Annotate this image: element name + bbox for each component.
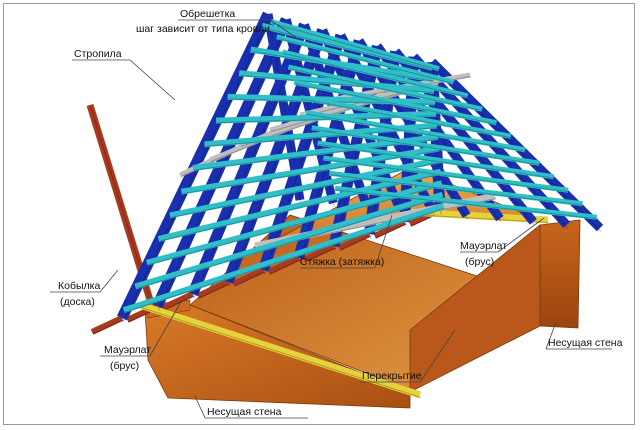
batten-near-10-edge: [159, 173, 442, 242]
batten-far-6: [299, 94, 512, 139]
label-mauerlat-right: Мауэрлат: [460, 240, 507, 252]
kobylka-3: [161, 291, 194, 311]
leader-kobylka-diag: [99, 269, 119, 293]
kobylka-9: [373, 219, 406, 239]
leader-rafters-diag: [129, 59, 176, 101]
batten-near-7-edge: [193, 138, 440, 171]
kobylka-4-edge: [198, 283, 230, 299]
kobylka-3-edge: [163, 295, 194, 311]
batten-far-1-edge: [271, 22, 441, 71]
label-batten-title: Обрешетка: [180, 8, 235, 20]
batten-far-7: [305, 110, 526, 153]
kobylka-6: [267, 255, 300, 275]
batten-far-3: [282, 49, 469, 99]
mauerlat-right-beam: [409, 208, 549, 224]
kobylka-8-edge: [340, 235, 371, 251]
batten-near-9-edge: [170, 161, 441, 218]
right-load-bearing-wall: [539, 219, 581, 329]
label-floor: Перекрытие: [362, 370, 422, 382]
batten-far-12: [334, 185, 598, 220]
leader-wall-right-diag: [545, 321, 557, 350]
leader-batten-diag: [269, 19, 301, 41]
batten-far-5-edge: [295, 83, 498, 125]
mauerlat-right-beam-edge: [410, 214, 550, 223]
leader-tie-diag: [374, 214, 393, 269]
label-rafters: Стропила: [74, 48, 122, 60]
leader-floor-diag: [419, 329, 456, 383]
batten-far-11: [328, 170, 583, 207]
kobylka-7: [302, 243, 336, 263]
mauerlat-left-beam: [138, 301, 422, 399]
batten-far-5: [293, 79, 497, 126]
label-batten-note: шаг зависит от типа кровли: [136, 23, 270, 35]
batten-group: [122, 19, 598, 314]
label-mauerlat-right-note: (брус): [465, 256, 494, 268]
batten-far-8-edge: [312, 128, 541, 166]
batten-far-10: [323, 155, 569, 193]
batten-far-9: [317, 140, 555, 180]
batten-far-9-edge: [318, 143, 555, 179]
kobylka-8: [338, 231, 371, 251]
batten-near-12-edge: [136, 196, 444, 289]
kobylka-1-edge: [92, 319, 124, 335]
mauerlat-left-beam-edge: [140, 307, 422, 398]
kobylka-9-edge: [375, 223, 406, 239]
batten-near-11-edge: [147, 184, 443, 266]
leader-mauerlat-right-diag: [497, 217, 545, 253]
label-mauerlat-left: Мауэрлат: [104, 344, 151, 356]
diagram-frame: [3, 3, 635, 425]
batten-near-8-edge: [182, 150, 441, 195]
batten-far-4-edge: [289, 68, 484, 112]
batten-far-12-edge: [336, 189, 598, 220]
leader-mauerlat-left-diag: [149, 299, 183, 357]
batten-far-10-edge: [324, 159, 570, 193]
batten-near-3: [238, 70, 435, 94]
batten-far-8: [311, 125, 540, 166]
label-tie: Стяжка (затяжка): [300, 256, 384, 268]
right-wall-inner: [409, 224, 541, 393]
label-wall-bottom: Несущая стена: [207, 406, 282, 418]
kobylka-edge-left: [86, 103, 154, 302]
batten-far-6-edge: [300, 98, 512, 139]
batten-near-12: [134, 191, 444, 290]
rafter-near-10-edge: [432, 66, 442, 215]
batten-far-11-edge: [330, 174, 584, 206]
label-kobylka: Кобылка: [58, 280, 100, 292]
leader-wall-bottom-diag: [194, 395, 206, 419]
kobylka-5-edge: [234, 271, 265, 287]
batten-far-2-edge: [277, 37, 455, 85]
batten-near-13: [122, 203, 445, 314]
batten-far-3-edge: [283, 52, 469, 98]
kobylka-1: [90, 315, 124, 335]
kobylka-5: [232, 267, 265, 287]
kobylka-7-edge: [304, 247, 336, 263]
label-mauerlat-left-note: (брус): [110, 360, 139, 372]
labels: Обрешетка шаг зависит от типа кровли Стр…: [58, 8, 623, 418]
label-wall-right: Несущая стена: [548, 337, 623, 349]
batten-near-13-edge: [124, 207, 445, 313]
leader-lines: [50, 19, 612, 419]
kobylka-4: [196, 279, 230, 299]
batten-far-1: [270, 19, 440, 72]
batten-far-2: [276, 34, 455, 85]
batten-far-4: [287, 64, 483, 112]
label-kobylka-note: (доска): [60, 296, 95, 308]
kobylka-6-edge: [269, 259, 300, 275]
mauerlat-group: [138, 208, 550, 399]
batten-far-7-edge: [306, 113, 527, 152]
